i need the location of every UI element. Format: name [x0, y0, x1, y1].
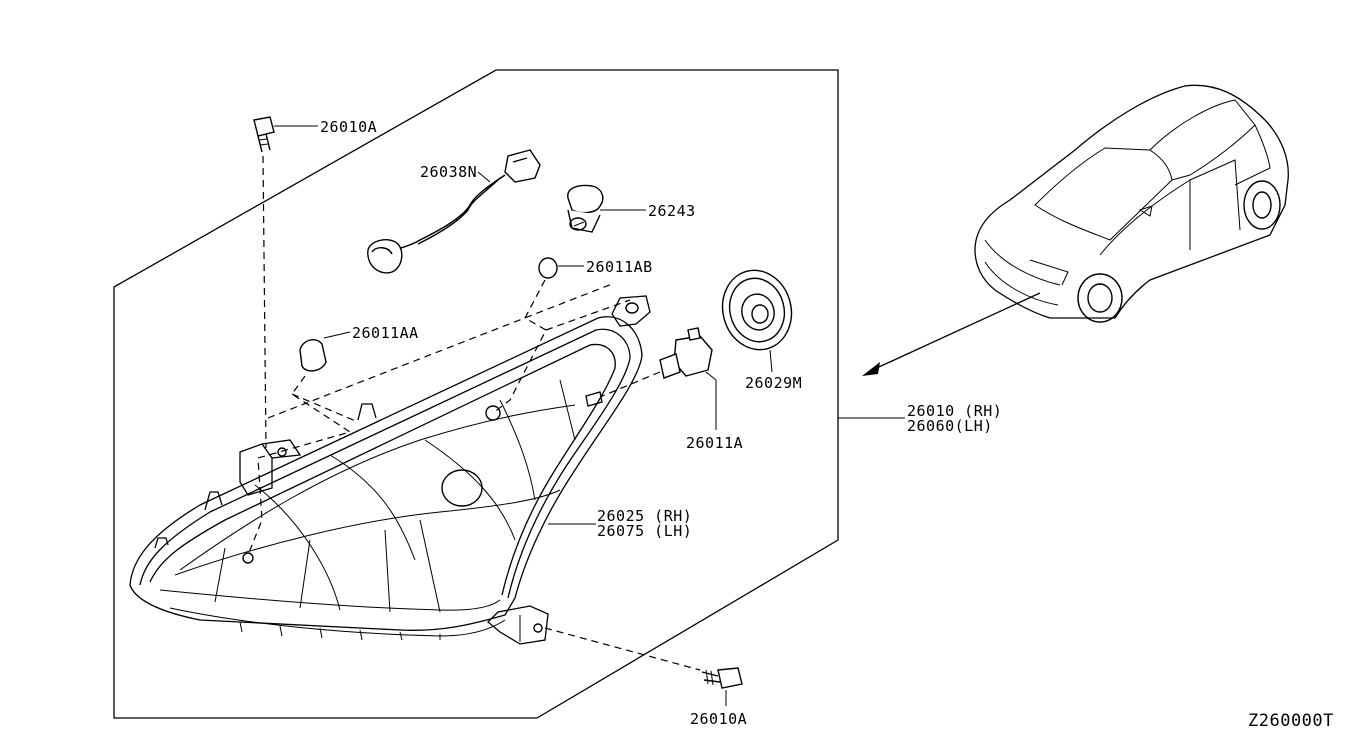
label-bulb-main: 26011A — [686, 434, 743, 452]
label-bulb-side: 26011AA — [352, 324, 419, 342]
assembly-frame — [113, 69, 839, 719]
car-illustration — [974, 84, 1289, 323]
label-cap: 26029M — [745, 374, 802, 392]
headlamp-assembly — [129, 295, 651, 645]
label-screw-bottom: 26010A — [690, 710, 747, 728]
screw-bottom — [701, 667, 743, 706]
label-socket: 26243 — [648, 202, 696, 220]
bulb-26011A — [659, 327, 717, 430]
arrow-head — [862, 362, 880, 376]
label-lens-lh: 26075 (LH) — [597, 522, 692, 540]
bulb-26011AB — [538, 257, 584, 279]
label-lens-rh: 26025 (RH) — [597, 507, 692, 525]
socket-26243 — [567, 184, 646, 233]
label-screw-top: 26010A — [320, 118, 377, 136]
label-assy-lh: 26060(LH) — [907, 417, 993, 435]
reference-code: Z260000T — [1248, 711, 1334, 731]
label-harness: 26038N — [420, 163, 477, 181]
screw-top — [253, 116, 318, 153]
label-bulb-small-top: 26011AB — [586, 258, 653, 276]
bulb-26011AA — [299, 331, 351, 372]
wiring-harness — [367, 149, 541, 274]
label-assy-rh: 26010 (RH) — [907, 402, 1002, 420]
cap-26029M — [721, 269, 793, 373]
